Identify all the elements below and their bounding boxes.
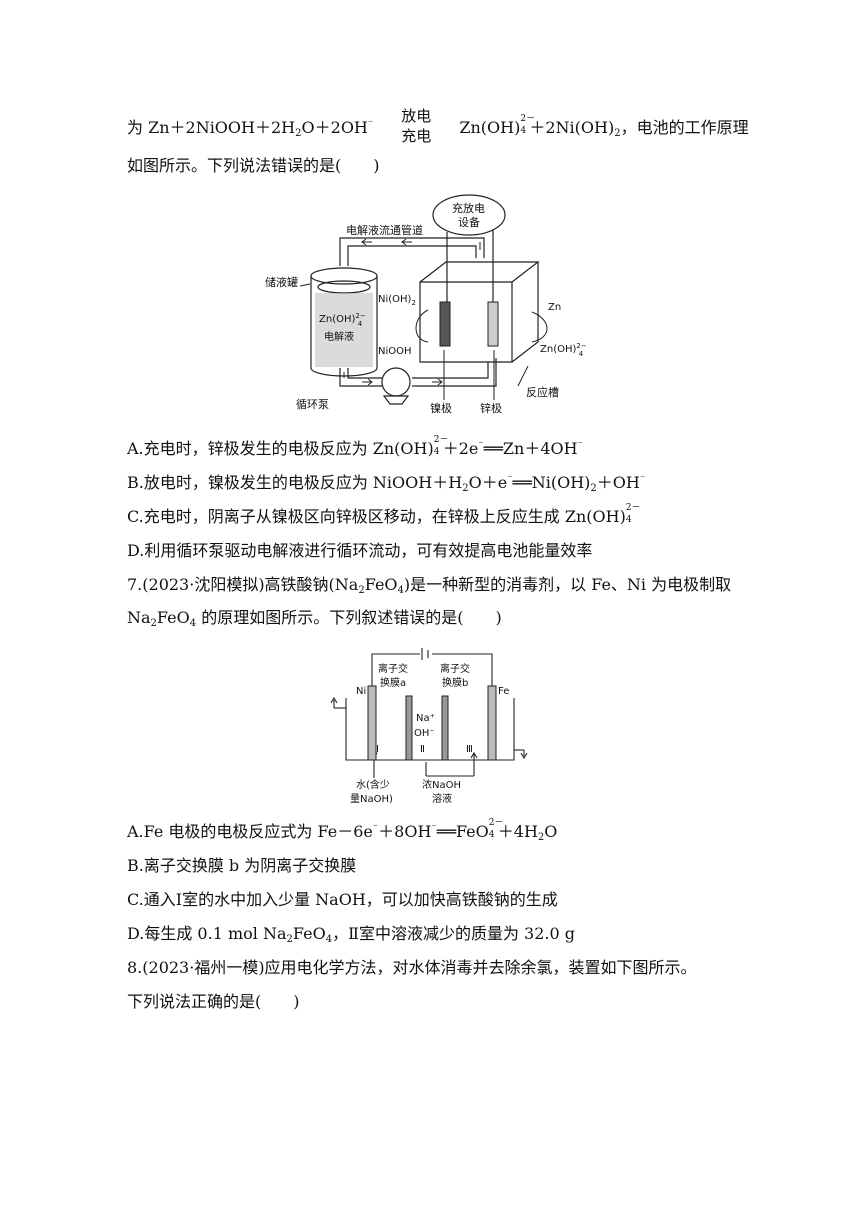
water-label-1: 水(含少 [356, 778, 390, 791]
zinc-electrode [487, 301, 499, 347]
membrane-a [405, 695, 413, 761]
option-7b: B.离子交换膜 b 为阴离子交换膜 [127, 856, 357, 875]
nioh2-label: Ni(OH)2 [378, 294, 416, 307]
fe-label: Fe [498, 686, 509, 697]
fe-electrode [487, 685, 497, 761]
question-stem: 如图所示。下列说法错误的是( ) [127, 156, 380, 175]
water-label-2: 量NaOH) [350, 793, 393, 805]
option-6c: C.充电时，阴离子从镍极区向锌极区移动，在锌极上反应生成 Zn(OH)2－4 [127, 503, 641, 527]
naoh-label-1: 浓NaOH [422, 779, 461, 791]
zn-label: Zn [548, 302, 561, 313]
membrane-b-label-1: 离子交 [440, 662, 470, 675]
na-label: Na⁺ [416, 713, 435, 724]
ni-label: Ni [356, 686, 366, 697]
oh-label: OH⁻ [414, 728, 435, 739]
q7-line-2: Na2FeO4 的原理如图所示。下列叙述错误的是( ) [127, 608, 502, 629]
membrane-a-label-1: 离子交 [378, 662, 408, 675]
reaction-condition: 放电 充电 [401, 106, 432, 145]
room-3-label: Ⅲ [466, 744, 473, 755]
flow-battery-diagram: 充放电 设备 电解液流通管道 储液罐 Zn(OH)2−4 电解液 Ni(OH)2… [265, 194, 587, 415]
charge-device [432, 194, 506, 236]
cell-label: 反应槽 [526, 385, 559, 399]
room-2-label: Ⅱ [420, 744, 425, 755]
membrane-b [441, 695, 449, 761]
membrane-b-label-2: 换膜b [442, 676, 468, 689]
tank-content-1: Zn(OH)2−4 [319, 312, 366, 328]
ni-electrode-label: 镍极 [430, 401, 452, 415]
q8-line-1: 8.(2023·福州一模)应用电化学方法，对水体消毒并去除余氯，装置如下图所示。 [127, 958, 697, 977]
option-7d: D.每生成 0.1 mol Na2FeO4，Ⅱ室中溶液减少的质量为 32.0 g [127, 924, 575, 945]
device-label-1: 充放电 [452, 201, 485, 215]
option-6d: D.利用循环泵驱动电解液进行循环流动，可有效提高电池能量效率 [127, 541, 593, 560]
q7-line-1: 7.(2023·沈阳模拟)高铁酸钠(Na2FeO4)是一种新型的消毒剂，以 Fe… [127, 575, 732, 596]
room-1-label: Ⅰ [376, 744, 379, 755]
electrolysis-diagram: Ni Fe 离子交 换膜a 离子交 换膜b Na⁺ OH⁻ Ⅰ Ⅱ Ⅲ 水(含少… [330, 648, 528, 805]
reaction-equation-line: 为 Zn＋2NiOOH＋2H2O＋2OH⁻ 放电 充电 Zn(OH)2－4＋2N… [127, 106, 749, 145]
nickel-electrode [439, 301, 451, 347]
naoh-label-2: 溶液 [432, 792, 452, 805]
option-6a: A.充电时，锌极发生的电极反应为 Zn(OH)2－4＋2e⁻══Zn＋4OH⁻ [127, 435, 583, 459]
ni-electrode [367, 685, 377, 761]
pipe-label: 电解液流通管道 [346, 223, 423, 237]
zn-electrode-label: 锌极 [480, 401, 502, 415]
option-7c: C.通入Ⅰ室的水中加入少量 NaOH，可以加快高铁酸钠的生成 [127, 890, 558, 909]
device-label-2: 设备 [458, 215, 480, 229]
option-6b: B.放电时，镍极发生的电极反应为 NiOOH＋H2O＋e⁻══Ni(OH)2＋O… [127, 473, 646, 494]
znoh4-label: Zn(OH)2−4 [540, 342, 587, 358]
membrane-a-label-2: 换膜a [380, 676, 406, 689]
tank-content-2: 电解液 [324, 330, 354, 343]
niooh-label: NiOOH [378, 346, 412, 357]
q8-line-2: 下列说法正确的是( ) [127, 992, 300, 1011]
pump-label: 循环泵 [296, 398, 329, 411]
tank-label: 储液罐 [265, 275, 298, 289]
